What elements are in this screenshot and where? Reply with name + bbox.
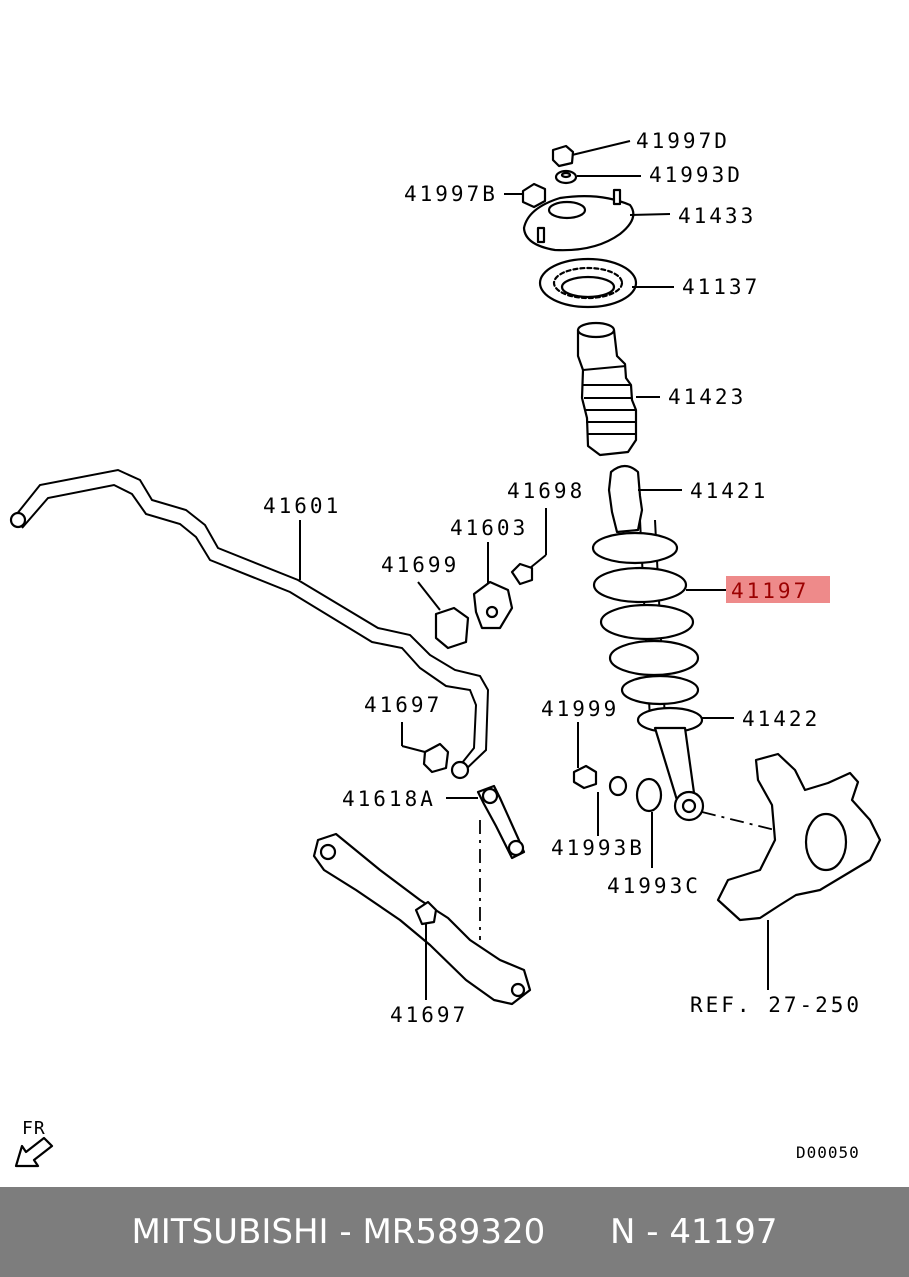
front-arrow-icon <box>14 1136 54 1168</box>
label-41697-lower: 41697 <box>390 1003 468 1027</box>
label-41993D: 41993D <box>649 163 743 187</box>
lower-bolt <box>572 722 598 790</box>
label-41422: 41422 <box>742 707 820 731</box>
dust-boot <box>576 321 660 457</box>
parts-diagram: 41997D 41993D 41997B 41433 41137 41423 4… <box>9 129 882 1168</box>
label-41997D: 41997D <box>636 129 730 153</box>
label-41993B: 41993B <box>551 836 645 860</box>
strut-mount <box>522 188 671 252</box>
label-41999: 41999 <box>541 697 619 721</box>
label-fr: FR <box>22 1118 46 1139</box>
lower-arm <box>312 832 532 1006</box>
stabilizer-bar <box>9 468 490 780</box>
mount-nut <box>504 182 547 209</box>
footer-part-info: MITSUBISHI - MR589320 N - 41197 <box>131 1212 778 1252</box>
label-41697-upper: 41697 <box>364 693 442 717</box>
bracket-bolt <box>510 508 547 586</box>
label-41603: 41603 <box>450 516 528 540</box>
footer-bar: MITSUBISHI - MR589320 N - 41197 <box>0 1187 909 1277</box>
stabilizer-link <box>446 784 526 940</box>
label-41421: 41421 <box>690 479 768 503</box>
label-41137: 41137 <box>682 275 760 299</box>
lower-washer-small <box>597 775 628 836</box>
coil-spring <box>591 519 726 721</box>
label-41197: 41197 <box>731 579 809 603</box>
label-41618A: 41618A <box>342 787 436 811</box>
label-41699: 41699 <box>381 553 459 577</box>
diagram-code: D00050 <box>796 1143 860 1162</box>
highlight-41197 <box>726 576 830 603</box>
stabilizer-bushing <box>417 581 470 650</box>
label-ref: REF. 27-250 <box>690 993 862 1017</box>
link-bushing-upper <box>401 722 450 774</box>
lower-washer-large <box>635 777 663 868</box>
label-41433: 41433 <box>678 204 756 228</box>
label-41601: 41601 <box>263 494 341 518</box>
top-nut <box>551 140 631 168</box>
shock-absorber <box>636 706 734 822</box>
label-41993C: 41993C <box>607 874 701 898</box>
label-41698: 41698 <box>507 479 585 503</box>
stabilizer-bracket <box>472 542 514 630</box>
bump-stop <box>607 464 682 534</box>
washer-top <box>554 169 641 185</box>
label-41997B: 41997B <box>404 182 498 206</box>
spring-seat <box>538 257 674 309</box>
steering-knuckle <box>701 752 882 990</box>
label-41423: 41423 <box>668 385 746 409</box>
